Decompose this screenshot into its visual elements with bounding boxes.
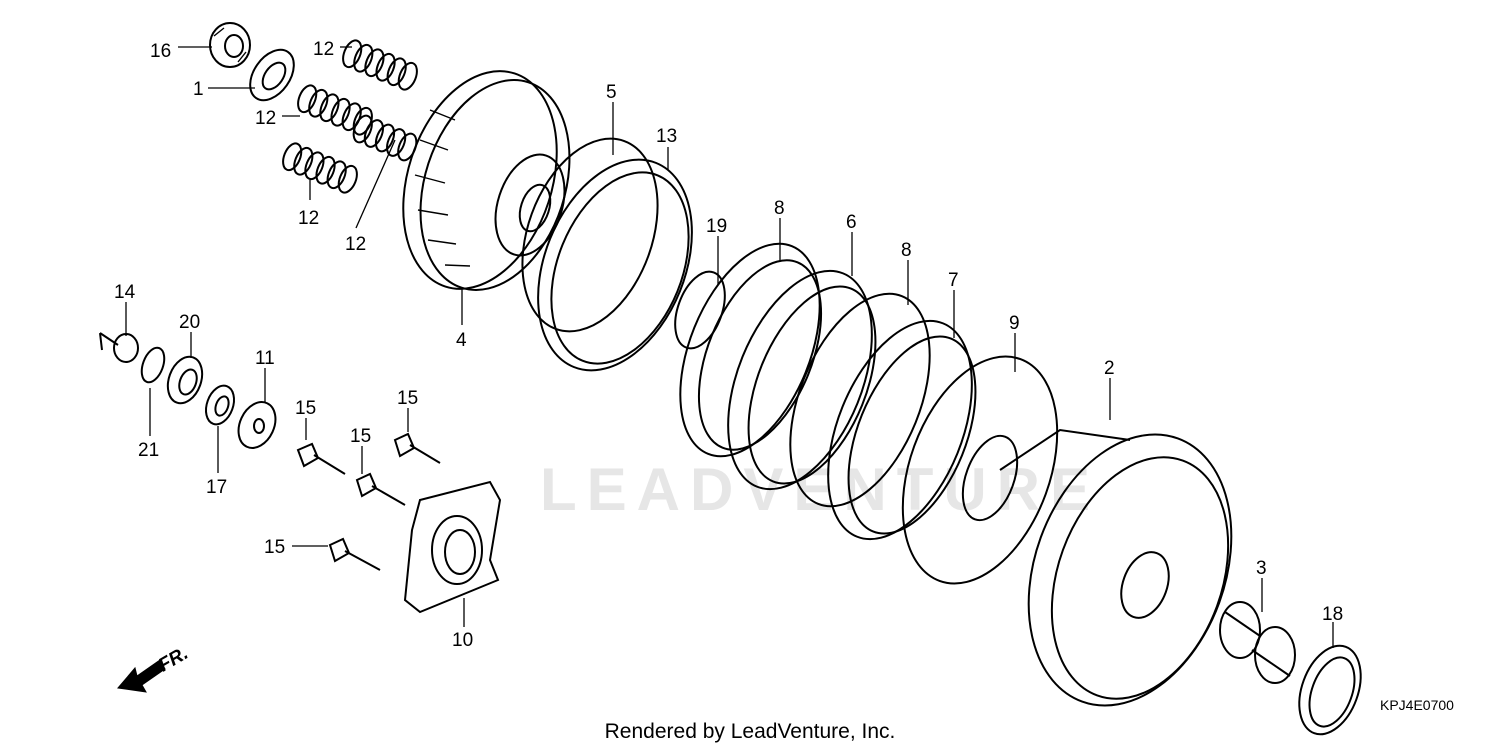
part-17-washer xyxy=(204,384,236,426)
part-4-clutch-center xyxy=(402,70,571,291)
callout-18: 18 xyxy=(1322,604,1343,625)
part-14-lifter-rod xyxy=(99,332,139,363)
callout-6: 6 xyxy=(846,212,857,233)
part-11-washer xyxy=(237,401,277,449)
part-6-friction-disc xyxy=(727,269,877,491)
callout-15: 15 xyxy=(350,426,371,447)
part-1-washer xyxy=(249,48,295,102)
part-7-friction-disc xyxy=(827,319,977,541)
part-3-collar xyxy=(1219,601,1296,684)
callout-12: 12 xyxy=(298,208,319,229)
callout-15: 15 xyxy=(397,388,418,409)
part-20-bearing xyxy=(166,355,204,405)
callout-1: 1 xyxy=(193,79,204,100)
callout-12: 12 xyxy=(345,234,366,255)
arrow-icon xyxy=(117,659,166,693)
part-10-lifter-plate xyxy=(403,480,502,614)
callout-21: 21 xyxy=(138,440,159,461)
callouts: 16 1 12 12 12 12 5 13 4 19 8 6 8 7 9 2 1… xyxy=(114,39,1343,651)
callout-14: 14 xyxy=(114,282,136,303)
render-credit: Rendered by LeadVenture, Inc. xyxy=(605,720,896,743)
callout-15: 15 xyxy=(264,537,285,558)
callout-20: 20 xyxy=(179,312,200,333)
callout-13: 13 xyxy=(656,126,677,147)
callout-19: 19 xyxy=(706,216,727,237)
callout-12: 12 xyxy=(313,39,334,60)
callout-8: 8 xyxy=(774,198,785,219)
callout-7: 7 xyxy=(948,270,959,291)
part-16-lock-nut xyxy=(209,22,251,68)
part-9-clutch-drive-plate xyxy=(901,355,1059,585)
callout-17: 17 xyxy=(206,477,227,498)
part-8-clutch-plate-rear xyxy=(789,292,931,508)
callout-9: 9 xyxy=(1009,313,1020,334)
callout-4: 4 xyxy=(456,330,467,351)
part-21-circlip xyxy=(140,346,166,384)
callout-16: 16 xyxy=(150,41,171,62)
callout-2: 2 xyxy=(1104,358,1115,379)
part-5-circlip xyxy=(521,137,659,333)
callout-8: 8 xyxy=(901,240,912,261)
callout-12: 12 xyxy=(255,108,276,129)
part-15-bolts xyxy=(296,432,441,571)
front-direction-arrow: FR. xyxy=(117,643,192,693)
part-13-judder-spring-ring xyxy=(537,158,693,372)
leader-lines xyxy=(125,46,1334,648)
callout-15: 15 xyxy=(295,398,316,419)
callout-10: 10 xyxy=(452,630,473,651)
callout-3: 3 xyxy=(1256,558,1267,579)
part-18-washer xyxy=(1298,644,1362,736)
callout-11: 11 xyxy=(255,348,275,369)
part-2-clutch-outer xyxy=(999,428,1233,707)
diagram-code: KPJ4E0700 xyxy=(1380,697,1454,713)
part-12-clutch-springs xyxy=(282,39,418,194)
callout-5: 5 xyxy=(606,82,617,103)
